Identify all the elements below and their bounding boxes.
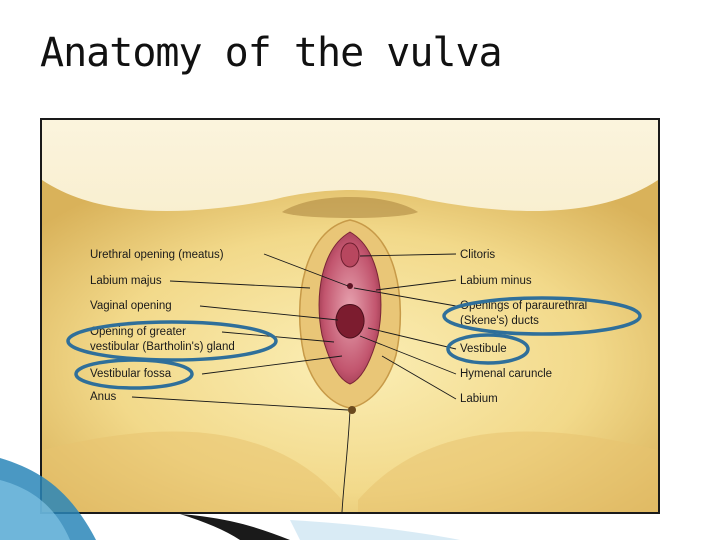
leader-hymenal-caruncle bbox=[359, 335, 457, 375]
label-paraurethral-line1: Openings of paraurethral bbox=[460, 300, 587, 312]
highlight-paraurethral bbox=[442, 296, 642, 336]
gluteal-cleft bbox=[341, 409, 351, 512]
anus-shape bbox=[348, 406, 356, 414]
leader-labium-majus bbox=[169, 280, 311, 289]
dark-swoosh-bottom bbox=[180, 514, 290, 540]
leader-labium bbox=[381, 355, 457, 400]
label-clitoris: Clitoris bbox=[460, 249, 495, 261]
anatomy-illustration: Urethral opening (meatus) Labium majus V… bbox=[42, 120, 658, 512]
left-labels: Urethral opening (meatus) Labium majus V… bbox=[90, 249, 235, 403]
label-paraurethral-line2: (Skene's) ducts bbox=[460, 315, 539, 327]
leader-clitoris bbox=[359, 253, 457, 257]
left-leader-lines bbox=[131, 253, 349, 411]
highlight-vestibular-fossa bbox=[74, 358, 194, 390]
label-labium-majus: Labium majus bbox=[90, 275, 162, 287]
label-vaginal-opening: Vaginal opening bbox=[90, 300, 172, 312]
leader-labium-minus bbox=[375, 279, 457, 291]
leader-vestibule bbox=[367, 327, 457, 350]
label-urethral-opening: Urethral opening (meatus) bbox=[90, 249, 224, 261]
right-labels: Clitoris Labium minus Openings of paraur… bbox=[460, 249, 587, 405]
leader-greater-vestibular bbox=[221, 331, 335, 343]
highlight-rings bbox=[66, 296, 642, 390]
anatomy-figure: Urethral opening (meatus) Labium majus V… bbox=[40, 118, 660, 514]
label-vestibular-fossa: Vestibular fossa bbox=[90, 368, 172, 380]
highlight-greater-vestibular bbox=[66, 320, 278, 362]
pubic-hair bbox=[282, 197, 418, 218]
urethral-opening-shape bbox=[347, 283, 353, 289]
slide-title: Anatomy of the vulva bbox=[40, 30, 503, 76]
label-greater-vestibular-line1: Opening of greater bbox=[90, 326, 186, 338]
label-greater-vestibular-line2: vestibular (Bartholin's) gland bbox=[90, 341, 235, 353]
pale-swoosh-bottom bbox=[290, 520, 460, 540]
leader-vestibular-fossa bbox=[201, 355, 343, 375]
label-labium: Labium bbox=[460, 393, 498, 405]
right-buttock-shading bbox=[358, 431, 658, 512]
right-leader-lines bbox=[353, 253, 457, 400]
leader-urethral-opening bbox=[263, 253, 349, 287]
label-anus: Anus bbox=[90, 391, 116, 403]
leader-vaginal-opening bbox=[199, 305, 339, 321]
left-buttock-shading bbox=[42, 431, 342, 512]
label-vestibule: Vestibule bbox=[460, 343, 507, 355]
vaginal-opening-shape bbox=[335, 304, 365, 339]
leader-paraurethral bbox=[353, 287, 457, 307]
label-hymenal-caruncle: Hymenal caruncle bbox=[460, 368, 552, 380]
clitoris-shape bbox=[340, 242, 360, 268]
highlight-vestibule bbox=[446, 333, 530, 365]
label-labium-minus: Labium minus bbox=[460, 275, 532, 287]
leader-anus bbox=[131, 396, 349, 411]
